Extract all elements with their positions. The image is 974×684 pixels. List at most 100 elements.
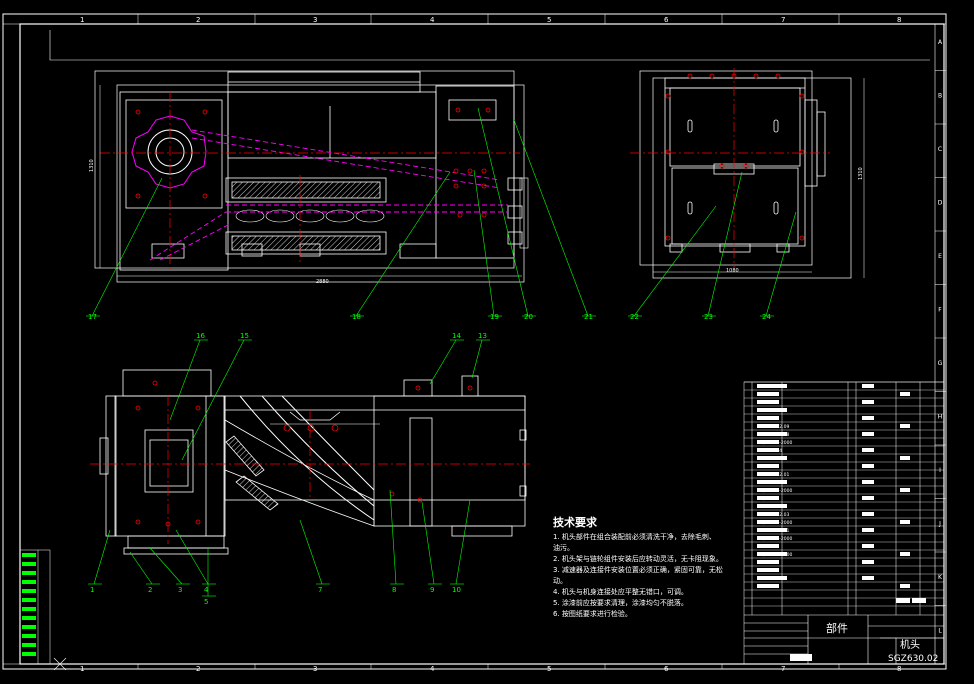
parts-row-code: SGZ630.02.08 [757, 432, 789, 438]
parts-row-code: SGZ630.02.03 [757, 512, 789, 518]
parts-row-cell [862, 416, 874, 420]
parts-row-code: GB/T5783-2000 [757, 520, 793, 526]
parts-row-cell [757, 416, 779, 420]
parts-row-cell [862, 544, 874, 548]
leader-line [707, 171, 743, 317]
tech-item: 2. 机头架与链轮组件安装后应转动灵活，无卡阻现象。 [553, 555, 723, 563]
parts-row-cell [900, 456, 910, 460]
title-drawing-number: SGZ630.02 [888, 654, 938, 664]
column-zone-label: 1 [80, 16, 84, 24]
corner-mark [53, 657, 67, 671]
leader-line [181, 339, 245, 461]
balloon-number: 1 [90, 586, 94, 594]
row-zone-label: C [938, 146, 942, 153]
balloon-number: 2 [148, 586, 152, 594]
leader-line [129, 551, 153, 585]
column-zone-label: 5 [547, 16, 551, 24]
parts-row-cell [757, 472, 779, 476]
parts-row-cell [862, 400, 874, 404]
balloon-number: 7 [318, 586, 322, 594]
balloon-number: 4 [204, 586, 209, 594]
left-revision-marks [22, 553, 36, 656]
side-height-dim: 1310 [858, 167, 864, 180]
column-zone-label: 7 [781, 665, 785, 673]
balloon-number: 10 [452, 586, 461, 594]
parts-row-cell [757, 584, 779, 588]
column-zone-label: 3 [313, 665, 317, 673]
column-zone-label: 8 [897, 665, 901, 673]
tech-item: 4. 机头与机身连接处应平整无错口，可调。 [553, 588, 688, 596]
leader-line [471, 339, 483, 379]
balloon-number: 21 [584, 313, 593, 321]
leader-line [473, 169, 495, 317]
column-zone-label: 2 [196, 16, 200, 24]
balloon-number: 23 [704, 313, 713, 321]
parts-row-cell [757, 536, 779, 540]
parts-row-code: GB/T5783-2000 [757, 440, 793, 446]
parts-row-cell [862, 560, 874, 564]
row-zone-label: K [938, 574, 943, 581]
parts-row-cell [757, 488, 779, 492]
parts-row-cell [900, 488, 910, 492]
parts-row-cell [862, 480, 874, 484]
parts-row-cell [757, 528, 787, 532]
tech-item: 动。 [553, 577, 567, 585]
left-revision-block [19, 549, 51, 665]
row-zone-label: B [938, 93, 942, 100]
balloon-number: 9 [430, 586, 434, 594]
leader-line [477, 107, 529, 317]
parts-row-cell [757, 464, 779, 468]
parts-row-cell [757, 576, 787, 580]
balloon-number: 18 [352, 313, 361, 321]
drawing-border [2, 13, 947, 670]
bottom-view-holes [135, 380, 473, 527]
parts-row-cell [757, 552, 787, 556]
leader-line [175, 529, 209, 585]
side-width-dim: 1080 [726, 268, 739, 274]
parts-row-cell [900, 552, 910, 556]
parts-row-cell [862, 576, 874, 580]
parts-row-code: GB/T97.1 [757, 496, 778, 502]
title-assembly-label: 部件 [826, 621, 848, 635]
row-zone-label: D [938, 200, 943, 207]
row-zone-label: L [938, 628, 942, 635]
side-view-dimensions [653, 78, 865, 278]
row-zone-label: J [938, 521, 941, 528]
balloon-number: 5 [204, 598, 208, 606]
leader-line [765, 211, 797, 317]
column-zone-label: 3 [313, 16, 317, 24]
row-zone-label: H [938, 414, 943, 421]
balloon-number: 20 [524, 313, 533, 321]
parts-row-cell [757, 512, 779, 516]
parts-row-code: SGZ630.02.09 [757, 424, 789, 430]
title-block [744, 614, 944, 664]
parts-row-cell [757, 392, 779, 396]
column-zone-label: 4 [430, 665, 435, 673]
parts-row-code: GB/T5783-2000 [757, 552, 793, 558]
balloon-number: 8 [392, 586, 396, 594]
parts-row-cell [757, 408, 787, 412]
side-view [639, 70, 852, 279]
balloon-number: 16 [196, 332, 205, 340]
top-view-centerlines [100, 92, 520, 270]
leader-line [355, 171, 451, 317]
balloon-number: 22 [630, 313, 639, 321]
technical-requirements: 技术要求 1. 机头部件在组合装配前必须清洗干净，去除毛刺、 油污。 2. 机头… [553, 516, 738, 620]
parts-row-cell [757, 432, 787, 436]
parts-row-cell [757, 504, 787, 508]
column-zone-label: 5 [547, 665, 551, 673]
parts-row-cell [757, 400, 779, 404]
balloon-number: 19 [490, 313, 499, 321]
leader-line [513, 119, 589, 317]
parts-row-cell [757, 448, 779, 452]
parts-row-cell [900, 392, 910, 396]
tech-item: 6. 按图纸要求进行检验。 [553, 610, 632, 618]
leader-line [633, 205, 717, 317]
leader-line [429, 339, 457, 385]
parts-row-cell [862, 432, 874, 436]
top-width-dim: 2880 [316, 279, 329, 285]
balloon-number: 24 [762, 313, 771, 321]
parts-row-cell [862, 512, 874, 516]
